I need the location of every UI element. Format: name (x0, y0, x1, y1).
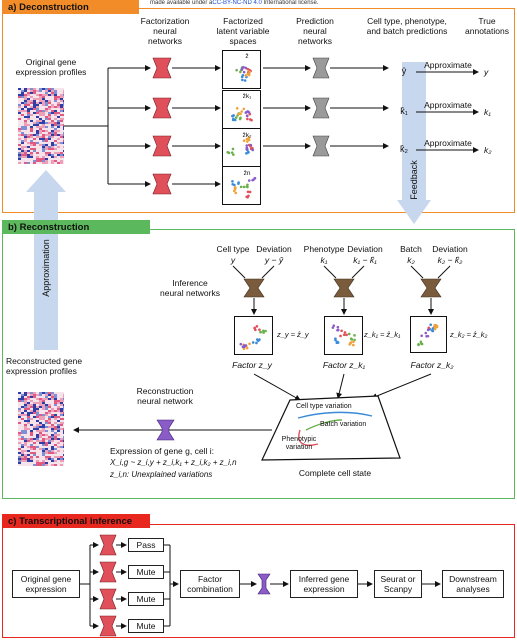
deviation-symbol-1: y − ŷ (264, 255, 284, 265)
latent-box-k2 (222, 128, 261, 167)
gate-mute-2: Mute (128, 592, 164, 606)
panel-c-label: c) Transcriptional inference (2, 514, 150, 528)
tool-box: Seurat or Scanpy (374, 570, 422, 598)
factor-box-k1 (324, 316, 363, 355)
license-link[interactable]: CC-BY-NC-ND 4.0 (212, 0, 262, 6)
deviation-label-1: Deviation (256, 244, 292, 254)
pred-symbol-k1: k̂₁ (400, 106, 408, 116)
approximate-label-1: Approximate (424, 60, 472, 70)
gate-pass: Pass (128, 538, 164, 552)
inference-label: Inference neural networks (159, 278, 220, 298)
latent-symbol-k2: ẑk₂ (242, 132, 252, 139)
cell-type-symbol: y (230, 255, 236, 265)
true-symbol-y: y (484, 67, 489, 77)
cell-state-label: Complete cell state (298, 468, 372, 478)
batch-label: Batch (400, 244, 422, 254)
header-latent: Factorized latent variable spaces (216, 16, 270, 46)
deviation-label-2: Deviation (347, 244, 383, 254)
latent-box-k1 (222, 90, 261, 129)
approx-eq-k2: z_k₂ ≈ ẑ_k₂ (450, 330, 488, 339)
factor-label-k2: Factor z_k₂ (410, 360, 454, 370)
variation-cell-type: Cell type variation (296, 403, 352, 410)
input-label: Original gene expression profiles (15, 57, 87, 77)
latent-spaces (222, 50, 261, 205)
expression-heatmap (18, 88, 64, 164)
phenotype-symbol: k₁ (320, 255, 328, 265)
true-symbol-k1: k₁ (484, 107, 491, 117)
latent-symbol-n: ẑn (243, 170, 251, 177)
header-factorization: Factorization neural networks (140, 16, 190, 46)
variation-phenotypic: Phenotypic variation (281, 436, 317, 451)
true-symbol-k2: k₂ (484, 145, 492, 155)
latent-box-y (222, 50, 261, 89)
pred-symbol-y: ŷ (401, 66, 407, 76)
deviation-symbol-3: k₂ − k̂₂ (437, 255, 463, 265)
factor-spaces (234, 316, 447, 355)
reconstructed-heatmap (18, 392, 64, 466)
factor-label-y: Factor z_y (232, 360, 272, 370)
gate-mute-3: Mute (128, 619, 164, 633)
license-note: made available under aCC-BY-NC-ND 4.0 In… (150, 0, 319, 6)
panel-a (2, 8, 515, 213)
reconstructed-label: Reconstructed gene expression profiles (6, 356, 83, 376)
factor-label-k1: Factor z_k₁ (322, 360, 366, 370)
header-prediction: Prediction neural networks (296, 16, 334, 46)
reconstruction-nn-label: Reconstruction neural network (136, 386, 194, 406)
approximation-arrow (26, 170, 66, 350)
latent-symbol-k1: ẑk₁ (242, 93, 252, 100)
variation-batch: Batch variation (320, 421, 367, 428)
panel-b-label: b) Reconstruction (2, 220, 150, 234)
inferred-expression-box: Inferred gene expression (290, 570, 358, 598)
input-box: Original gene expression (12, 570, 80, 598)
feedback-arrow (397, 62, 431, 224)
pred-symbol-k2: k̂₂ (400, 144, 408, 154)
factor-combination-box: Factor combination (180, 570, 240, 598)
panel-b-flow (73, 265, 451, 461)
expression-line-3: z_i,n: Unexplained variations (110, 470, 213, 479)
header-true-annotations: True annotations (465, 16, 509, 36)
panel-a-flow (64, 57, 479, 195)
factor-box-y (234, 316, 273, 355)
deviation-symbol-2: k₁ − k̂₁ (353, 255, 377, 265)
panel-a-label: a) Deconstruction (2, 0, 139, 14)
approx-eq-k1: z_k₁ ≈ ẑ_k₁ (364, 330, 401, 339)
factor-box-k2 (410, 316, 447, 353)
approximate-label-2: Approximate (424, 100, 472, 110)
panel-c (2, 524, 515, 638)
decoder-shape (156, 419, 175, 441)
phenotype-label: Phenotype (303, 244, 345, 254)
deviation-label-3: Deviation (432, 244, 468, 254)
latent-symbol-y: ẑ (245, 53, 249, 60)
cell-type-label: Cell type (216, 244, 250, 254)
latent-box-n (222, 166, 261, 205)
downstream-box: Downstream analyses (442, 570, 504, 598)
approximate-label-3: Approximate (424, 138, 472, 148)
gate-mute-1: Mute (128, 565, 164, 579)
panel-b (2, 229, 515, 499)
header-predictions: Cell type, phenotype, and batch predicti… (366, 16, 448, 36)
approx-eq-y: z_y ≈ ẑ_y (277, 330, 309, 339)
expression-line-1: Expression of gene g, cell i: (110, 446, 214, 456)
batch-symbol: k₂ (407, 255, 415, 265)
expression-line-2: X_i,g ~ z_i,y + z_i,k₁ + z_i,k₂ + z_i,n (110, 458, 237, 467)
